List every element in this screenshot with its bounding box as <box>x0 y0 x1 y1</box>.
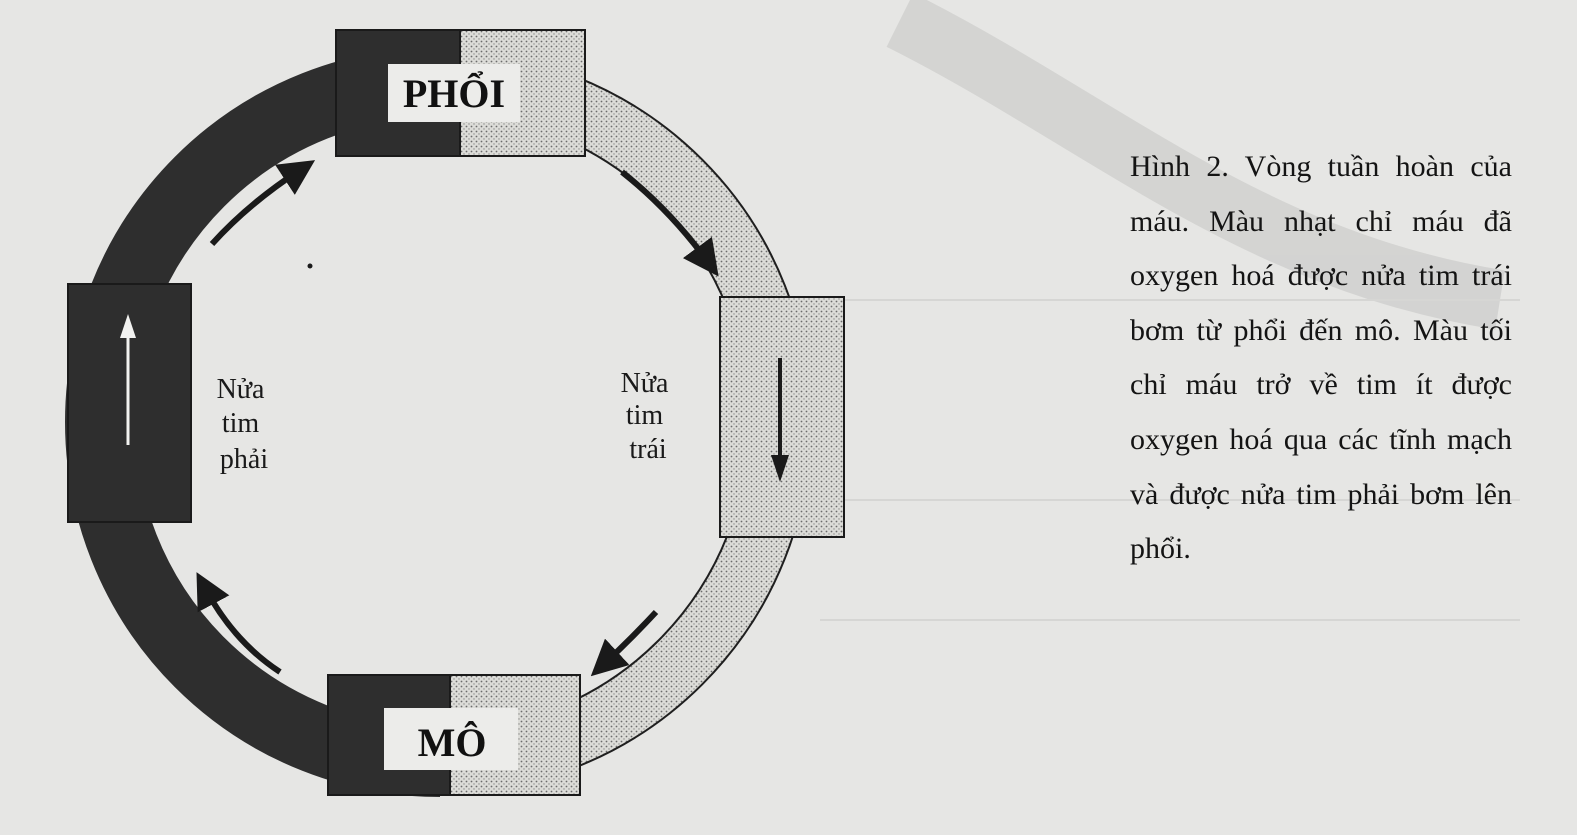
tissue-box: MÔ <box>327 674 581 796</box>
flow-arrow-icon <box>620 169 719 277</box>
flow-arrow-icon <box>590 609 659 677</box>
right-heart-label-line1: Nửa <box>217 374 265 405</box>
figure-caption: Hình 2. Vòng tuần hoàn của máu. Màu nhạt… <box>1130 150 1512 566</box>
right-heart-label-line2: tim <box>222 408 260 439</box>
svg-text:Nửa tim trái: Nửa tim trái <box>621 368 676 465</box>
right-heart-box <box>67 283 192 523</box>
lungs-label: PHỔI <box>403 70 505 116</box>
lungs-box: PHỔI <box>335 29 586 157</box>
left-heart-label-line1: Nửa <box>621 368 669 399</box>
flow-arrow-icon <box>196 572 282 675</box>
flow-arrows <box>196 160 719 677</box>
right-heart-label-line3: phải <box>220 444 268 475</box>
left-heart-label-line3: trái <box>629 434 667 465</box>
left-heart-box <box>719 296 845 538</box>
tissue-label: MÔ <box>418 720 487 765</box>
background-smudge <box>820 0 1520 621</box>
svg-text:Nửa tim phải: Nửa tim phải <box>217 374 272 475</box>
down-arrow-icon <box>771 455 789 482</box>
left-heart-label-line2: tim <box>626 400 664 431</box>
up-arrow-icon <box>120 314 136 338</box>
flow-arrow-icon <box>209 160 316 247</box>
